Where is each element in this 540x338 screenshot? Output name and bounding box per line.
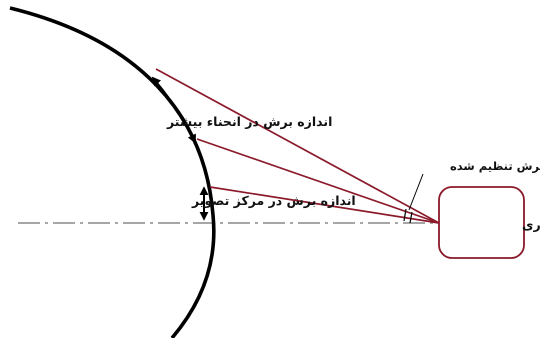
projection-rays xyxy=(155,68,440,224)
ray-middle xyxy=(196,138,440,224)
adjusted-cut-leader xyxy=(408,173,424,211)
curved-surface-arc xyxy=(9,6,216,338)
ray-top xyxy=(155,68,440,224)
ray-lower xyxy=(209,186,440,224)
cutting-system-box xyxy=(438,186,525,259)
center-cut-size-label: اندازه برش در مرکز تصویر xyxy=(191,193,356,208)
cutting-system-label: سیستم برشنگاری xyxy=(522,217,540,232)
curvature-cut-double-arrow xyxy=(151,76,196,144)
adjusted-cut-marks xyxy=(403,208,413,224)
adjusted-cut-label: برش تنظیم شده xyxy=(450,159,540,173)
curvature-cut-size-label: اندازه برش در انحناء بیشتر xyxy=(166,114,332,129)
